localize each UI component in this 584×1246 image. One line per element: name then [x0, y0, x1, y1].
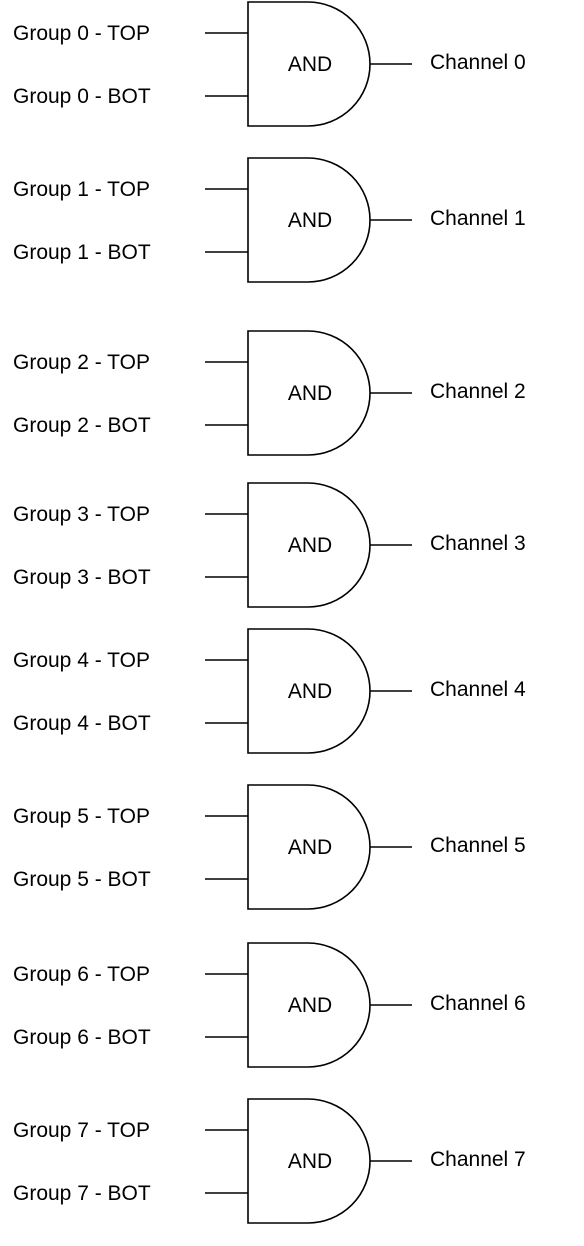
input-label-top: Group 4 - TOP — [13, 649, 150, 672]
gate-type-label: AND — [288, 680, 332, 703]
and-gate-symbol — [247, 784, 371, 910]
input-label-bot: Group 0 - BOT — [13, 85, 151, 108]
gate-type-label: AND — [288, 53, 332, 76]
output-label: Channel 5 — [430, 834, 526, 857]
and-gate-symbol — [247, 1, 371, 127]
input-label-top: Group 2 - TOP — [13, 351, 150, 374]
input-label-bot: Group 6 - BOT — [13, 1026, 151, 1049]
output-label: Channel 2 — [430, 380, 526, 403]
output-label: Channel 1 — [430, 207, 526, 230]
input-label-bot: Group 1 - BOT — [13, 241, 151, 264]
input-label-top: Group 5 - TOP — [13, 805, 150, 828]
input-label-bot: Group 4 - BOT — [13, 712, 151, 735]
and-gate-group: Group 4 - TOP Group 4 - BOT AND Channel 4 — [13, 628, 526, 754]
and-gate-group: Group 7 - TOP Group 7 - BOT AND Channel 7 — [13, 1098, 526, 1224]
input-label-top: Group 6 - TOP — [13, 963, 150, 986]
gate-type-label: AND — [288, 534, 332, 557]
output-label: Channel 0 — [430, 51, 526, 74]
gate-type-label: AND — [288, 1150, 332, 1173]
and-gate-group: Group 0 - TOP Group 0 - BOT AND Channel 0 — [13, 1, 526, 127]
and-gate-symbol — [247, 330, 371, 456]
and-gate-symbol — [247, 1098, 371, 1224]
and-gate-group: Group 1 - TOP Group 1 - BOT AND Channel 1 — [13, 157, 526, 283]
and-gate-symbol — [247, 157, 371, 283]
input-label-bot: Group 7 - BOT — [13, 1182, 151, 1205]
input-label-top: Group 0 - TOP — [13, 22, 150, 45]
output-label: Channel 7 — [430, 1148, 526, 1171]
and-gate-group: Group 5 - TOP Group 5 - BOT AND Channel 5 — [13, 784, 526, 910]
gate-type-label: AND — [288, 382, 332, 405]
and-gate-group: Group 6 - TOP Group 6 - BOT AND Channel 6 — [13, 942, 526, 1068]
and-gate-symbol — [247, 942, 371, 1068]
gate-type-label: AND — [288, 836, 332, 859]
output-label: Channel 3 — [430, 532, 526, 555]
input-label-top: Group 1 - TOP — [13, 178, 150, 201]
input-label-bot: Group 5 - BOT — [13, 868, 151, 891]
gate-type-label: AND — [288, 994, 332, 1017]
and-gate-group: Group 2 - TOP Group 2 - BOT AND Channel 2 — [13, 330, 526, 456]
input-label-bot: Group 3 - BOT — [13, 566, 151, 589]
input-label-bot: Group 2 - BOT — [13, 414, 151, 437]
output-label: Channel 4 — [430, 678, 526, 701]
and-gate-symbol — [247, 482, 371, 608]
input-label-top: Group 3 - TOP — [13, 503, 150, 526]
and-gate-group: Group 3 - TOP Group 3 - BOT AND Channel 3 — [13, 482, 526, 608]
gate-type-label: AND — [288, 209, 332, 232]
output-label: Channel 6 — [430, 992, 526, 1015]
and-gate-symbol — [247, 628, 371, 754]
input-label-top: Group 7 - TOP — [13, 1119, 150, 1142]
